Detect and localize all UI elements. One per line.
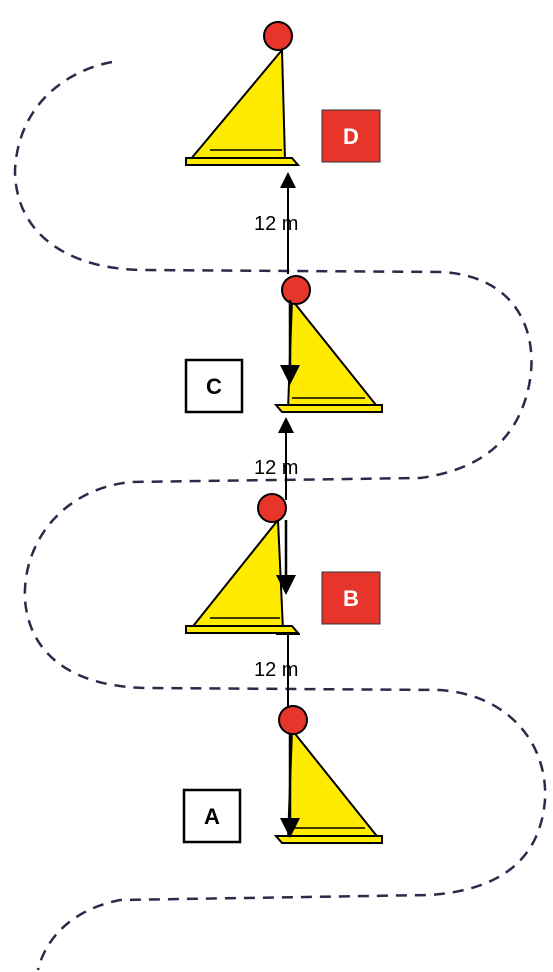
station-c-box: C (184, 358, 244, 414)
station-a-box: A (182, 788, 242, 844)
slalom-path (13, 60, 547, 971)
measure-line-a-b (276, 633, 300, 708)
cone-d (185, 21, 301, 166)
station-a-label: A (204, 804, 220, 829)
station-b-box: B (321, 571, 381, 625)
cone-b (185, 493, 301, 634)
distance-label-b-c: 12 m (254, 457, 298, 479)
distance-label-a-b: 12 m (254, 659, 298, 681)
cone-c (273, 275, 383, 413)
station-c-label: C (206, 374, 222, 399)
station-d-box: D (321, 109, 381, 163)
distance-label-c-d: 12 m (254, 213, 298, 235)
station-d-label: D (343, 124, 359, 149)
cone-a (273, 705, 383, 844)
station-b-label: B (343, 586, 359, 611)
